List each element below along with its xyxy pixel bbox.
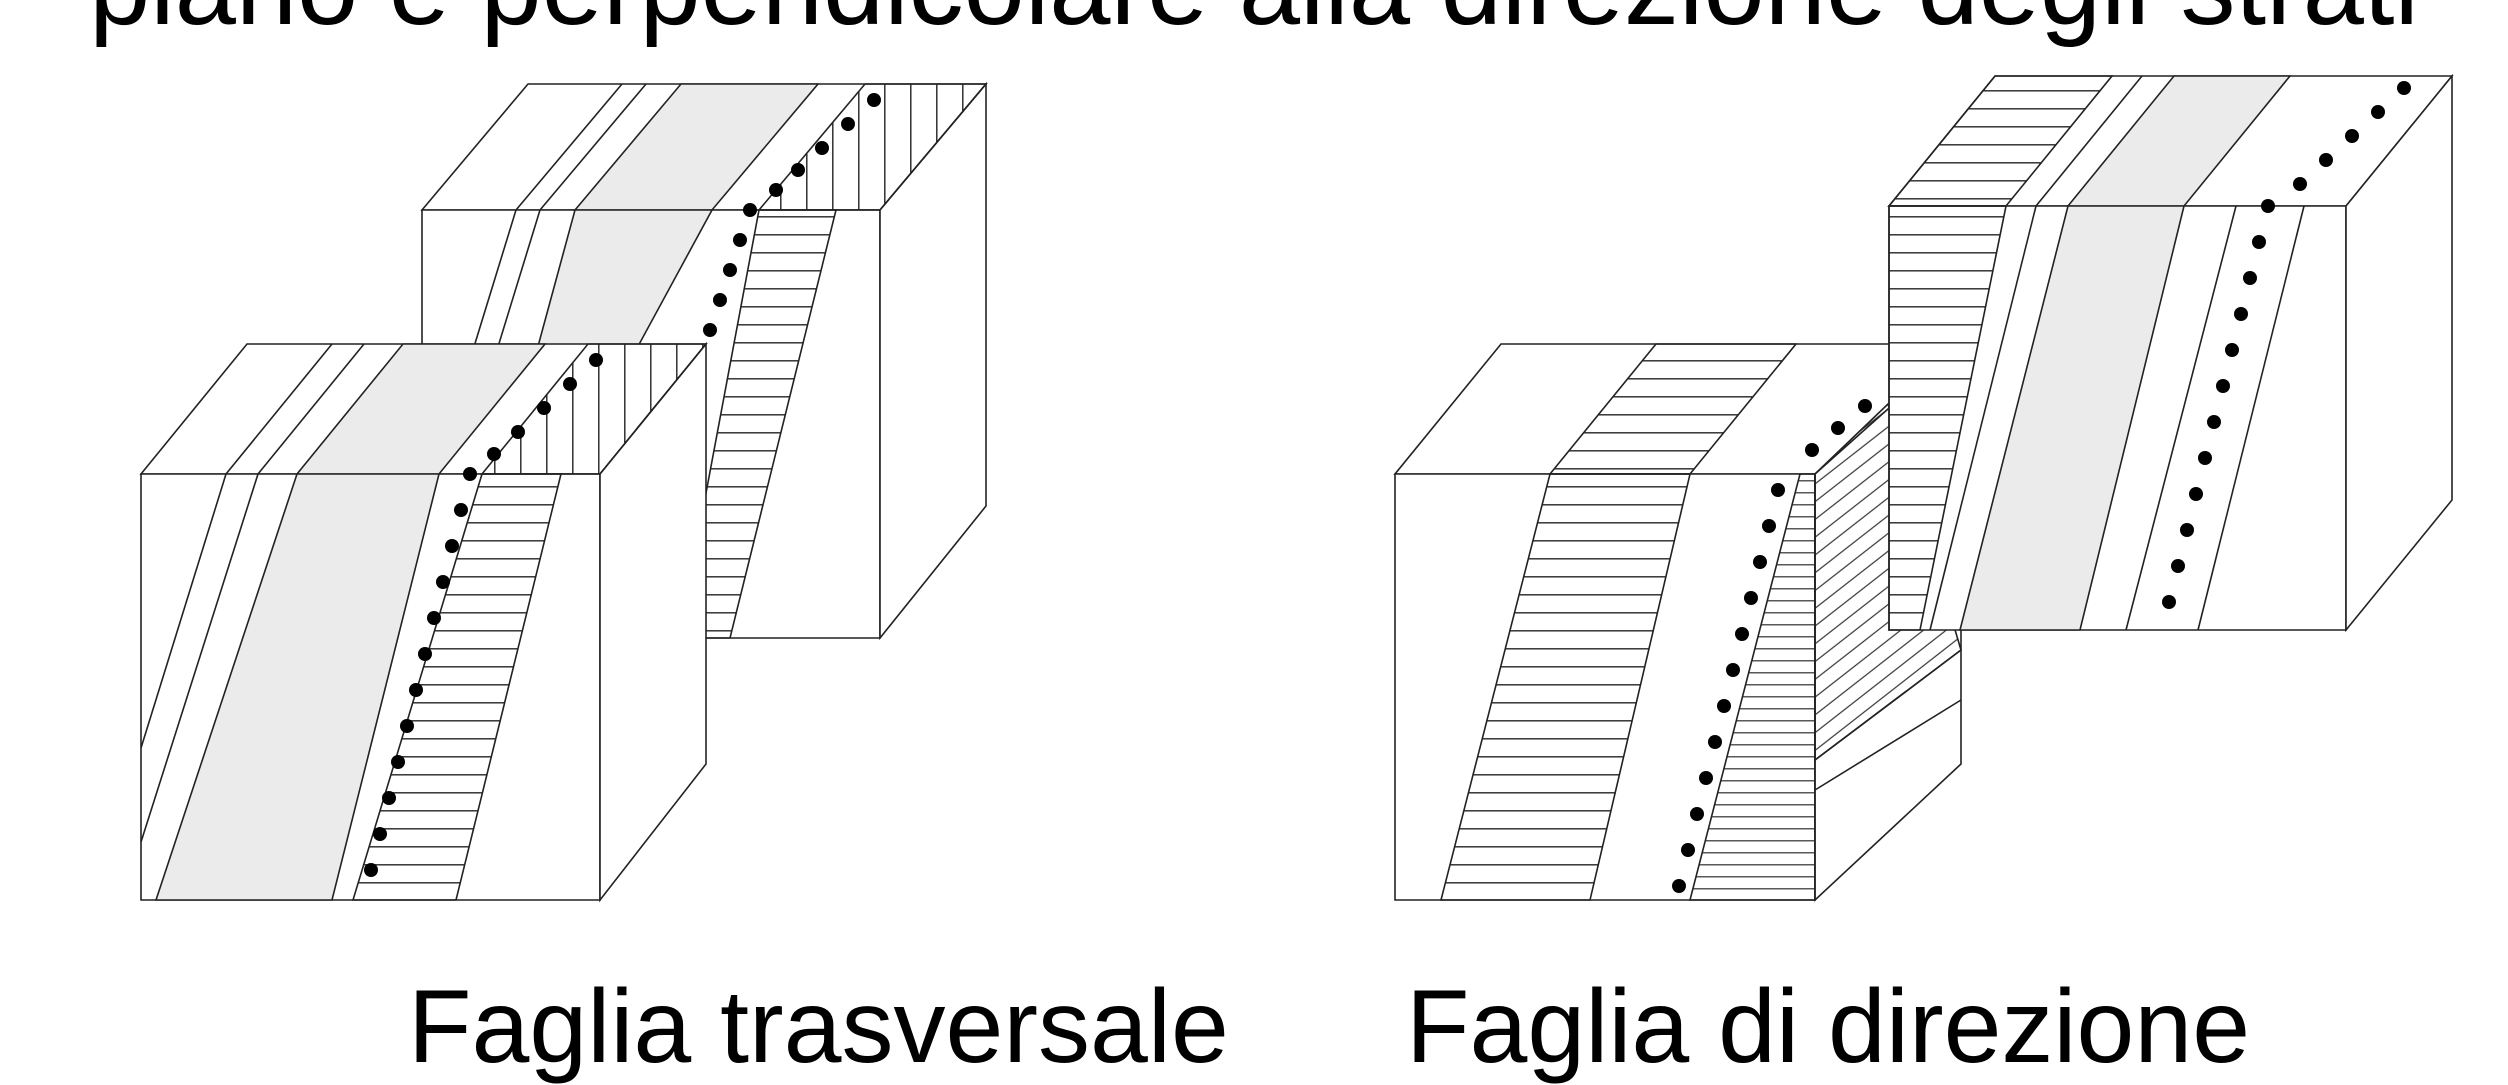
upper-block xyxy=(1887,73,2454,633)
front-block xyxy=(139,341,708,903)
slide-title: piano è perpendicolare alla direzione de… xyxy=(0,0,2508,47)
caption-strike-slip-fault: Faglia di direzione xyxy=(1406,969,2251,1085)
dotted-layer xyxy=(364,353,603,877)
dotted-layer xyxy=(703,93,881,337)
fault-diagrams xyxy=(139,73,2454,903)
transverse-fault-diagram xyxy=(139,81,988,903)
back-block xyxy=(420,81,988,641)
dotted-layer xyxy=(1672,399,1872,893)
lower-block xyxy=(1393,342,1963,902)
dotted-layer xyxy=(2162,81,2411,609)
caption-transverse-fault: Faglia trasversale xyxy=(408,969,1229,1085)
strike-slip-fault-diagram xyxy=(1393,73,2454,902)
